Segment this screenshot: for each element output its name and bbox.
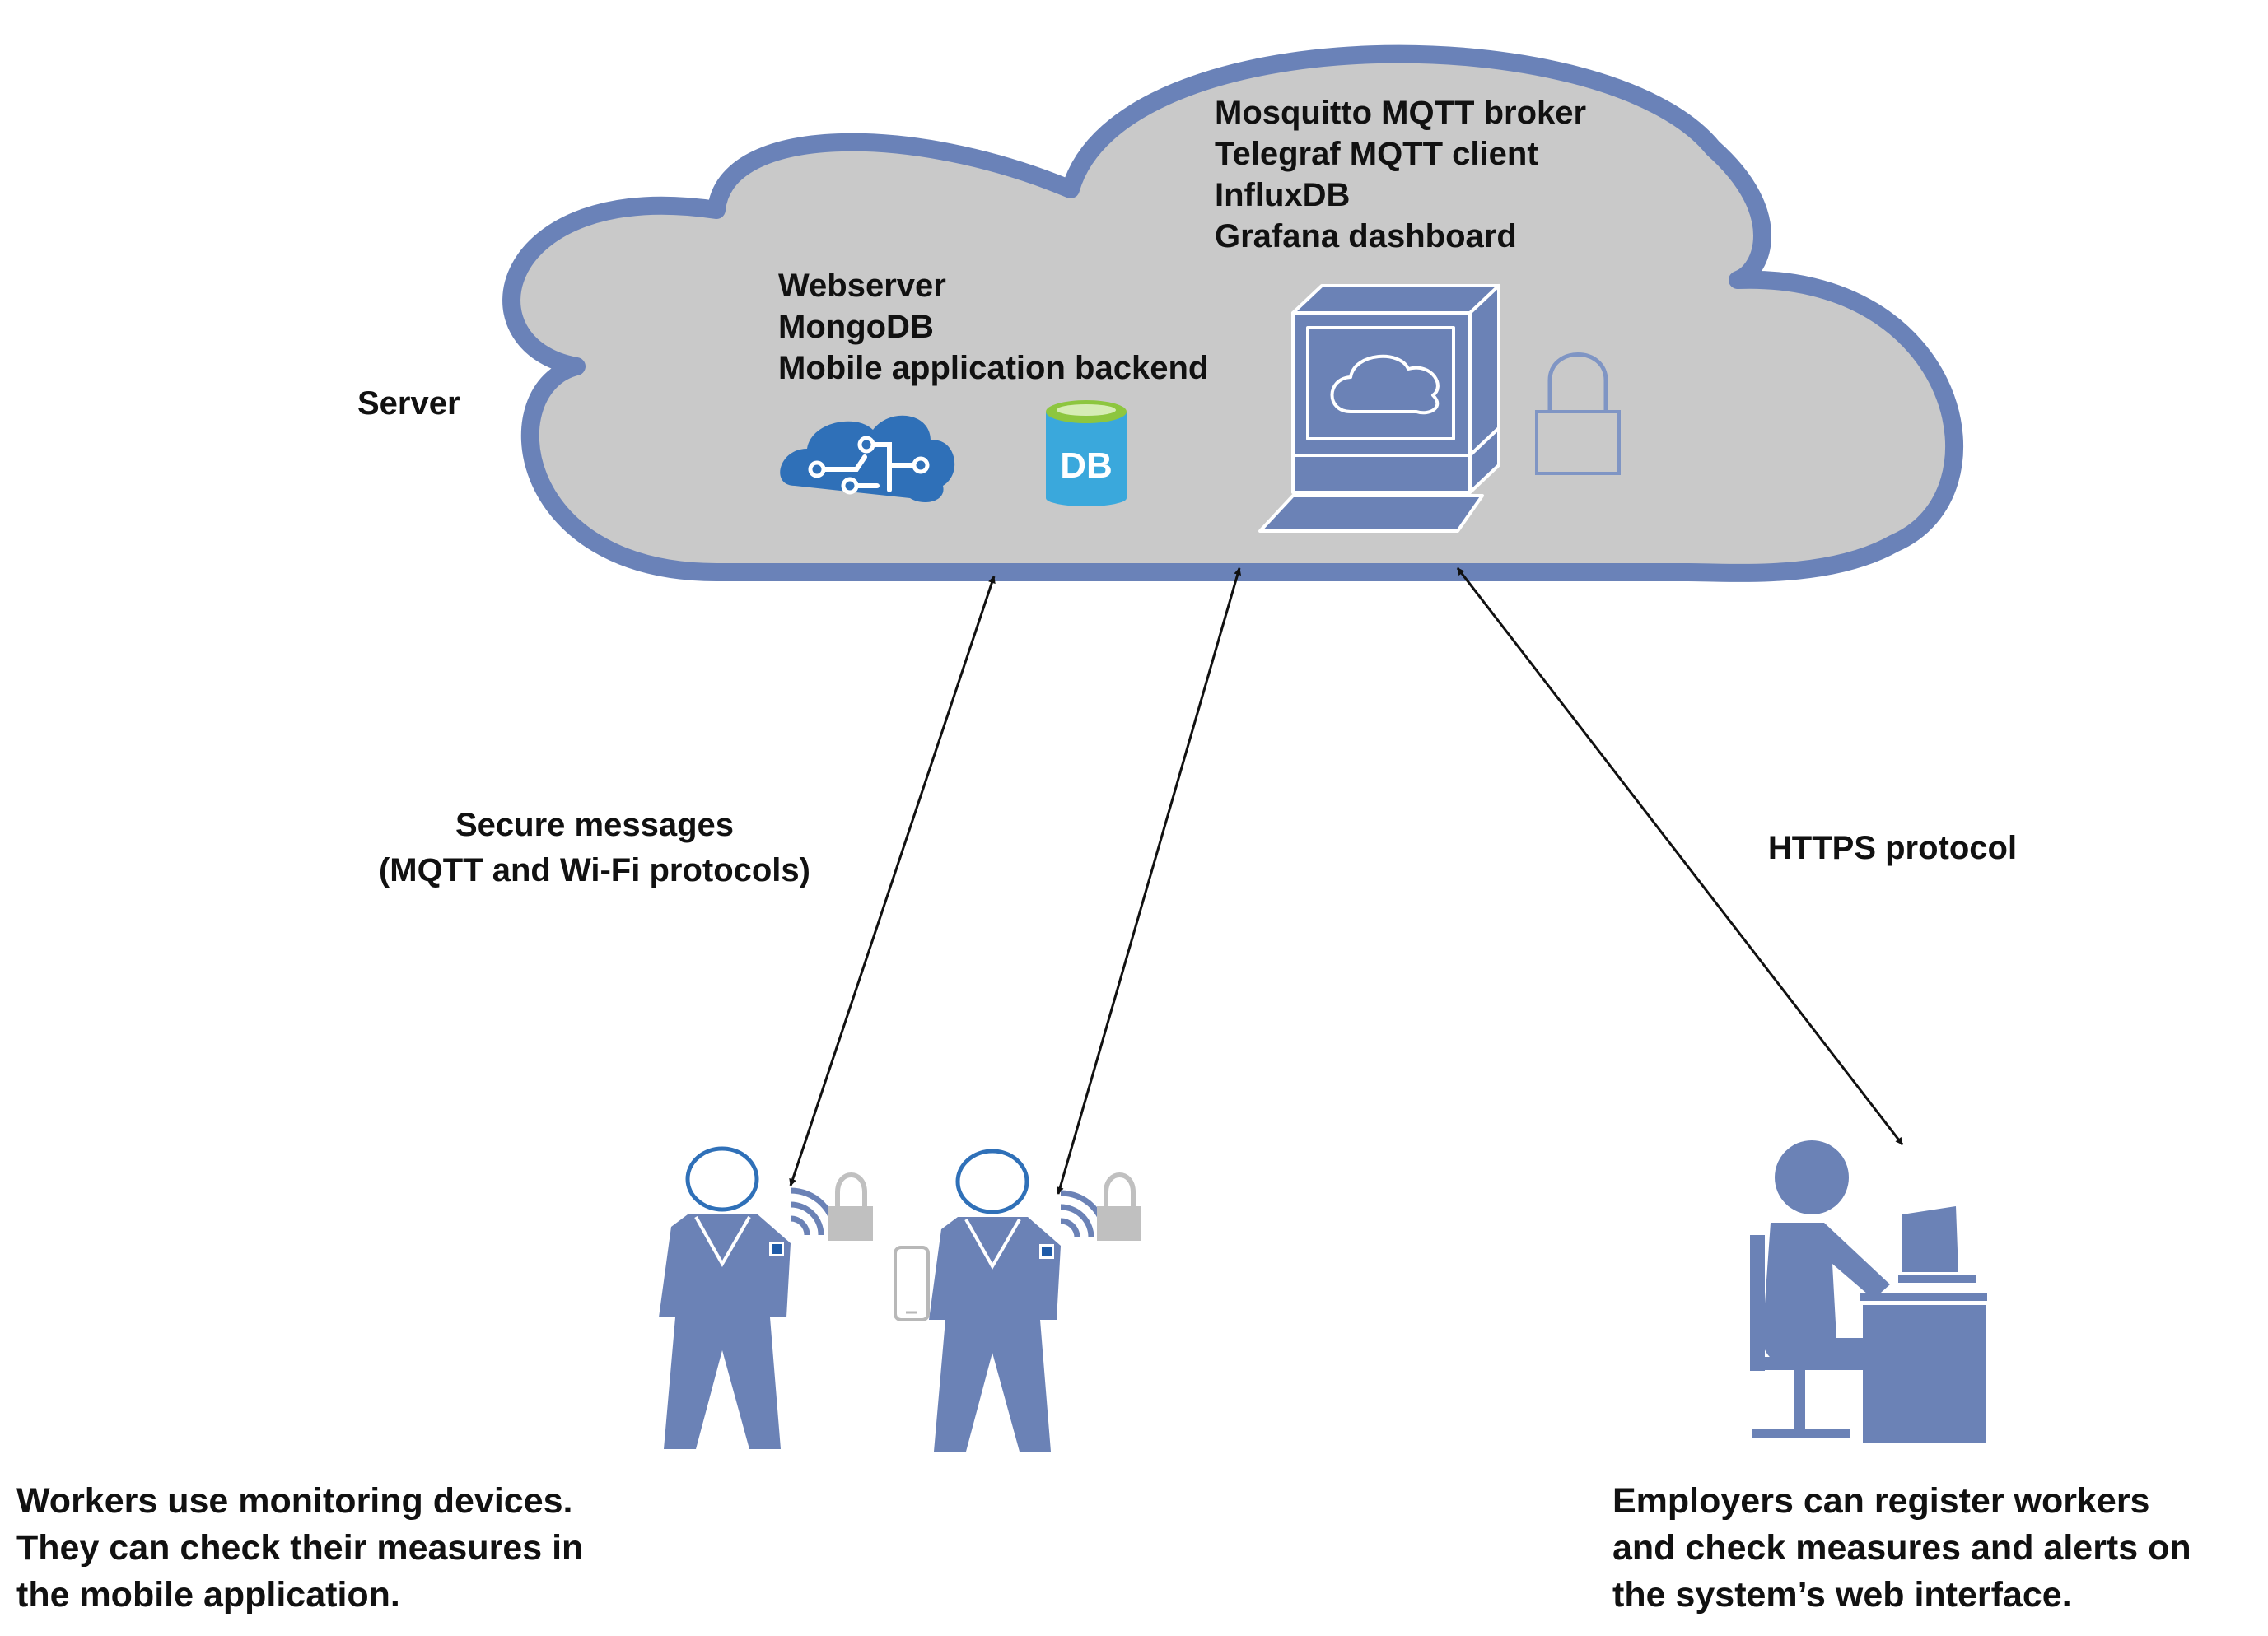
employers-description: Employers can register workers and check…	[1612, 1478, 2251, 1619]
backend-item-3: Mobile application backend	[778, 350, 1208, 386]
workers-description-line-1: Workers use monitoring devices.	[16, 1481, 573, 1521]
brain-circuit-icon	[780, 415, 955, 502]
employers-description-line-3: the system’s web interface.	[1612, 1575, 2072, 1615]
smartphone-icon	[894, 1246, 930, 1321]
wifi-signal-icon	[790, 1187, 838, 1236]
worker-figure-2	[894, 1149, 1141, 1452]
broker-item-2: Telegraf MQTT client	[1215, 136, 1538, 172]
employers-description-line-2: and check measures and alerts on	[1612, 1528, 2191, 1568]
lock-icon	[828, 1172, 873, 1241]
lock-icon	[1535, 352, 1621, 475]
broker-item-3: InfluxDB	[1215, 177, 1350, 213]
secure-messages-label: Secure messages	[455, 807, 734, 843]
employer-at-desk-figure	[1750, 1140, 1987, 1443]
connection-arrow-worker-2	[1056, 567, 1242, 1195]
connection-arrow-worker-1	[789, 576, 996, 1186]
server-label: Server	[357, 385, 460, 422]
broker-item-4: Grafana dashboard	[1215, 218, 1517, 254]
server-cloud	[502, 44, 1963, 582]
backend-item-2: MongoDB	[778, 309, 934, 345]
database-icon-label: DB	[1060, 445, 1113, 486]
worker-figure-1	[659, 1146, 873, 1449]
lock-icon	[1097, 1172, 1141, 1241]
backend-item-1: Webserver	[778, 268, 946, 304]
broker-item-1: Mosquitto MQTT broker	[1215, 95, 1586, 131]
workers-description-line-2: They can check their measures in	[16, 1528, 584, 1568]
employers-description-line-1: Employers can register workers	[1612, 1481, 2150, 1521]
protocols-label: (MQTT and Wi-Fi protocols)	[379, 852, 810, 888]
connection-arrow-employer	[1456, 567, 1904, 1145]
workers-description-line-3: the mobile application.	[16, 1575, 400, 1615]
server-computer-icon	[1258, 284, 1500, 533]
workers-description: Workers use monitoring devices. They can…	[16, 1478, 655, 1619]
https-protocol-label: HTTPS protocol	[1768, 830, 2017, 866]
database-icon: DB	[1046, 400, 1127, 506]
